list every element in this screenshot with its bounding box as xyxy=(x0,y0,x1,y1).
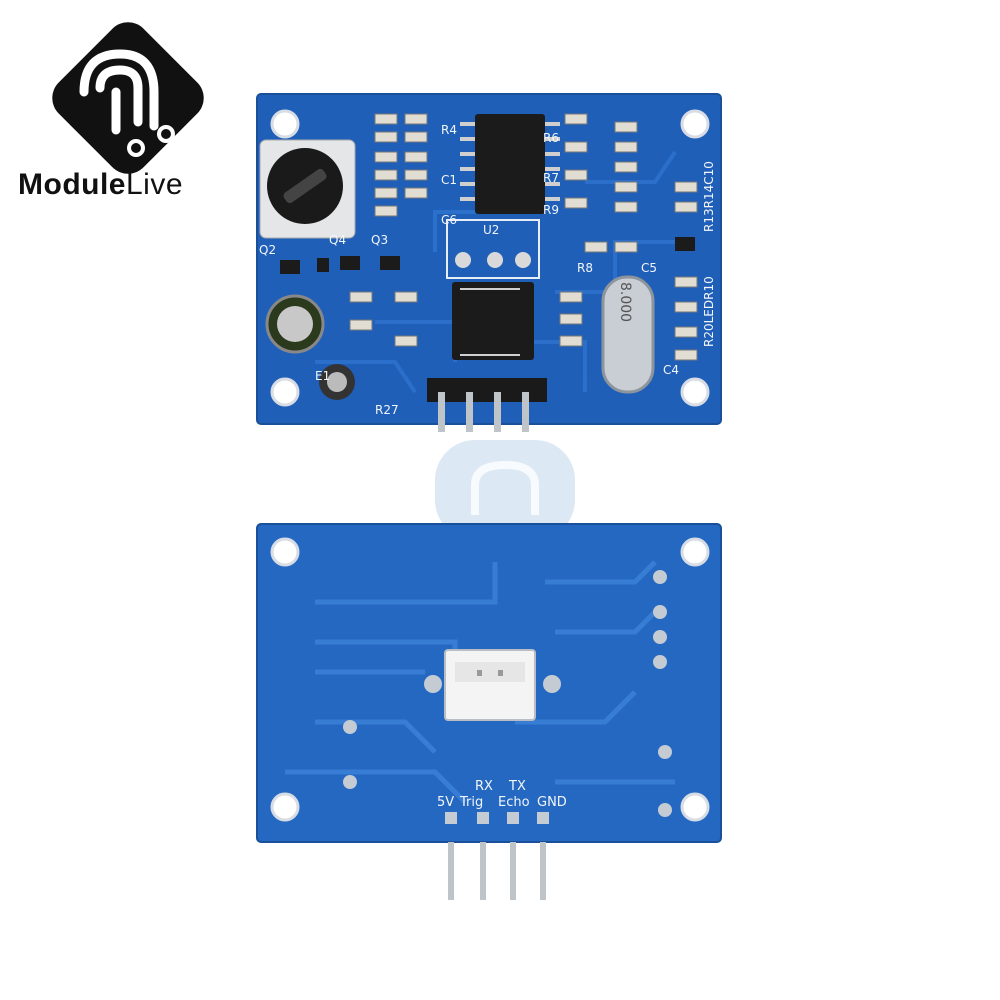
label-r6: R6 xyxy=(543,131,559,145)
brand-name-part1: Module xyxy=(18,168,126,201)
label-c5: C5 xyxy=(641,261,657,275)
brand-name-part2: Live xyxy=(126,168,184,201)
label-gnd: GND xyxy=(537,795,567,810)
label-q3: Q3 xyxy=(371,233,388,247)
label-r7: R7 xyxy=(543,171,559,185)
watermark-icon xyxy=(435,440,575,540)
label-side-top: R13R14C10 xyxy=(702,161,716,232)
label-r9: R9 xyxy=(543,203,559,217)
label-trig: Trig xyxy=(459,795,483,810)
label-echo: Echo xyxy=(498,795,530,810)
label-rx: RX xyxy=(475,779,493,794)
label-q2: Q2 xyxy=(259,243,276,257)
modulelive-logo xyxy=(52,22,204,174)
label-q4: Q4 xyxy=(329,233,346,247)
label-e1: E1 xyxy=(315,369,330,383)
label-c6: C6 xyxy=(441,213,457,227)
label-r4: R4 xyxy=(441,123,457,137)
label-5v: 5V xyxy=(437,795,454,810)
label-r8: R8 xyxy=(577,261,593,275)
label-u2: U2 xyxy=(483,223,499,237)
bottom-board: RX TX 5V Trig Echo GND xyxy=(256,523,722,900)
brand-name: ModuleLive xyxy=(18,168,183,202)
crystal-marking: 8.000 xyxy=(617,282,633,322)
label-r27: R27 xyxy=(375,403,399,417)
label-tx: TX xyxy=(508,779,526,794)
label-c1: C1 xyxy=(441,173,457,187)
label-c4: C4 xyxy=(663,363,679,377)
top-board: Q2 Q4 Q3 R4 C1 C6 R6 R7 R9 U2 R8 C5 C4 R… xyxy=(256,93,722,432)
label-side-bottom: R20LEDR10 xyxy=(702,276,716,347)
